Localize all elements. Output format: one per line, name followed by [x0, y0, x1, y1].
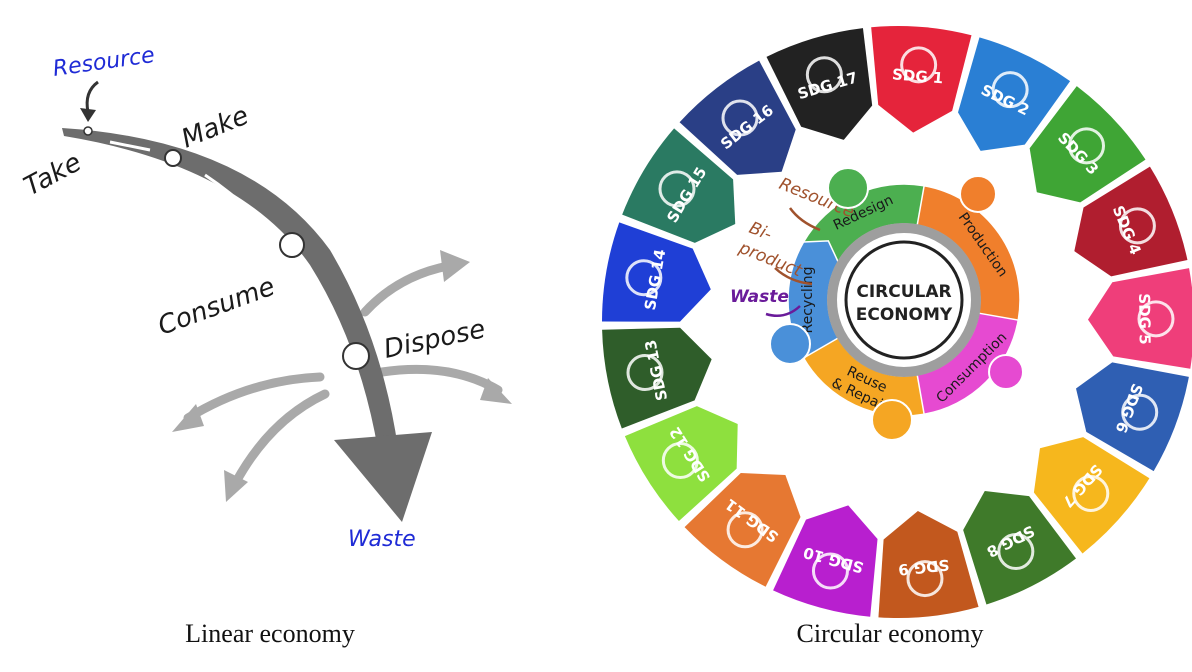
sdg-segment-8 [963, 491, 1076, 605]
biproduct-flow-arrow [774, 267, 813, 286]
sdg-segment-17 [766, 28, 873, 140]
sdg-icon-9 [906, 560, 944, 598]
repair-tools-icon [871, 399, 913, 441]
center-title-line1: CIRCULAR [856, 282, 951, 302]
resource-flow-arrow [788, 207, 821, 232]
circular-caption: Circular economy [797, 619, 984, 648]
linear-arrowhead [334, 432, 432, 522]
flow-arrow-2 [204, 173, 264, 224]
sdg-icon-17 [805, 56, 843, 94]
sdg-segment-13 [602, 327, 712, 429]
sdg-segment-3 [1029, 86, 1146, 203]
sdg-icon-13 [626, 354, 664, 392]
resource-label: Resource [51, 43, 156, 82]
sdg-icon-16 [721, 99, 759, 137]
sdg-label-9: SDG 9 [897, 556, 950, 579]
dispose-arrow-3 [183, 372, 325, 423]
sdg-icon-8 [997, 533, 1035, 571]
core-arc-label-5: Recycling [800, 267, 816, 334]
sdg-icon-6 [1121, 393, 1159, 431]
sdg-icon-12 [661, 442, 699, 480]
sdg-icon-2 [991, 71, 1029, 109]
make-label: Make [177, 101, 253, 155]
waste-label: Waste [348, 527, 416, 552]
recycle-icon [769, 323, 811, 365]
sdg-segment-4 [1074, 166, 1188, 277]
dispose-arrowhead-2 [480, 378, 512, 404]
sdg-segment-15 [622, 128, 736, 243]
dispose-arrowhead-4 [224, 470, 248, 502]
sdg-icon-11 [726, 511, 764, 549]
linear-economy: Resource Take Make Consume Dispose Waste… [19, 43, 512, 648]
linear-main-arrow [62, 128, 398, 450]
sdg-segment-6 [1076, 362, 1189, 472]
consume-label: Consume [154, 272, 279, 342]
take-label: Take [19, 147, 86, 202]
redesign-bulb-icon [827, 167, 869, 209]
consumption-cart-icon [988, 354, 1024, 390]
sdg-segment-16 [679, 60, 796, 175]
dispose-arrowhead-1 [440, 250, 470, 282]
waste-flow-arrow [765, 305, 801, 317]
resource-arrow [85, 80, 99, 113]
sdg-icon-14 [625, 259, 663, 297]
sdg-segment-12 [624, 406, 738, 522]
center-title-line2: ECONOMY [856, 305, 953, 325]
sdg-label-5: SDG 5 [1135, 293, 1154, 344]
sdg-icon-3 [1068, 127, 1106, 165]
sdg-segment-9 [878, 510, 979, 619]
sdg-segment-2 [958, 37, 1071, 151]
waste-side-label: Waste [730, 287, 789, 307]
production-gear-icon [959, 175, 997, 213]
sdg-label-1: SDG 1 [891, 65, 944, 87]
sdg-icon-5 [1137, 300, 1175, 338]
sdg-segment-11 [684, 473, 801, 587]
make-node [164, 149, 182, 167]
sdg-icon-7 [1072, 474, 1110, 512]
center-circle [844, 240, 964, 360]
dispose-arrow-4 [231, 389, 330, 487]
sdg-icon-4 [1118, 207, 1156, 245]
linear-caption: Linear economy [185, 619, 355, 648]
dispose-node [342, 342, 370, 370]
dispose-arrowhead-3 [172, 404, 204, 432]
flow-arrow-3 [303, 269, 342, 331]
dispose-arrow-1 [360, 261, 453, 317]
sdg-icon-10 [811, 552, 849, 590]
sdg-icon-15 [658, 170, 696, 208]
resource-arrowhead [80, 108, 96, 122]
sdg-segment-1 [871, 26, 972, 133]
sdg-segment-7 [1033, 437, 1150, 554]
sdg-segment-14 [602, 222, 711, 322]
take-node [83, 126, 93, 136]
sdg-segment-10 [773, 505, 878, 617]
flow-arrow-1 [109, 140, 151, 152]
dispose-label: Dispose [381, 314, 488, 365]
dispose-arrow-2 [377, 364, 503, 395]
sdg-icon-1 [900, 46, 938, 84]
consume-node [279, 232, 305, 258]
